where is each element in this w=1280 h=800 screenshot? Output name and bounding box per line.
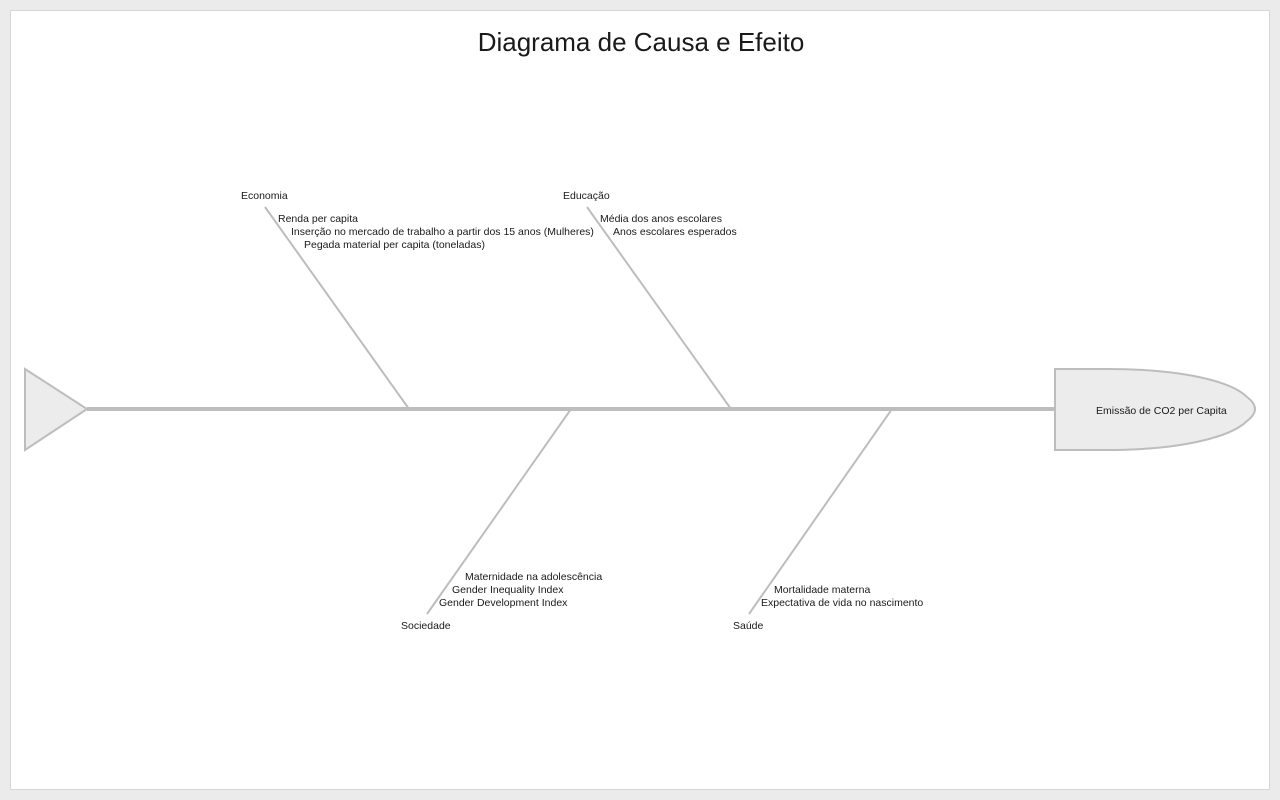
category-1-cause: Inserção no mercado de trabalho a partir… [291,226,594,238]
category-1-label: Economia [241,190,288,202]
fishbone-diagram: Diagrama de Causa e Efeito Emissão de CO… [24,27,1256,632]
category-3-cause: Gender Inequality Index [452,584,564,596]
fish-tail [24,367,89,452]
category-2-cause: Média dos anos escolares [600,213,722,225]
category-2-label: Educação [563,190,610,202]
category-4-cause: Expectativa de vida no nascimento [761,597,923,609]
diagram-title: Diagrama de Causa e Efeito [478,27,805,57]
category-1-bone [264,206,410,410]
category-4-bone [748,408,893,615]
category-1-cause: Pegada material per capita (toneladas) [304,239,485,251]
category-3-bone [426,408,572,615]
fish-head [1054,368,1256,451]
category-2-bone [586,206,732,410]
category-3-cause: Gender Development Index [439,597,568,609]
category-4-label: Saúde [733,620,764,632]
category-2-cause: Anos escolares esperados [613,226,737,238]
effect-label: Emissão de CO2 per Capita [1096,405,1227,417]
category-1-cause: Renda per capita [278,213,358,225]
category-3-cause: Maternidade na adolescência [465,571,602,583]
category-4-cause: Mortalidade materna [774,584,870,596]
diagram-canvas: Diagrama de Causa e Efeito Emissão de CO… [10,10,1270,790]
category-3-label: Sociedade [401,620,451,632]
